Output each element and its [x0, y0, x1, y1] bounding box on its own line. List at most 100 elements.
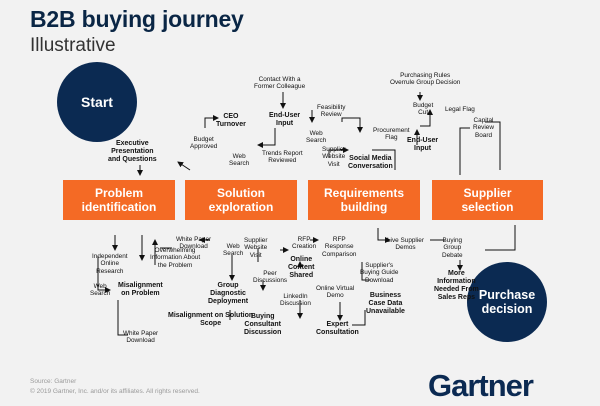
label-line: Research — [96, 267, 124, 275]
copyright-note: © 2019 Gartner, Inc. and/or its affiliat… — [30, 388, 200, 395]
label-line: Unavailable — [366, 308, 405, 315]
label-line: Information About — [150, 254, 201, 262]
label-line: Information — [437, 278, 476, 285]
label-line: Reviewed — [268, 157, 297, 165]
label-line: Overrule Group Decision — [390, 79, 461, 87]
label-line: Input — [414, 145, 432, 152]
label-line: Search — [90, 290, 111, 298]
label-line: LinkedIn — [283, 293, 308, 300]
label-line: Procurement — [373, 127, 410, 134]
label-line: Business — [369, 292, 402, 299]
label-line: Search — [229, 160, 250, 168]
label-line: Presentation — [111, 148, 154, 155]
label-line: on Problem — [121, 290, 160, 297]
stage-line2: selection — [461, 200, 514, 214]
label-line: Search — [223, 250, 244, 258]
page-subtitle: Illustrative — [30, 35, 116, 56]
label-line: Website — [322, 153, 346, 161]
label-line: the Problem — [157, 261, 193, 269]
label-line: Web — [93, 283, 107, 290]
label-line: Peer — [263, 270, 277, 277]
stage-line1: Solution — [217, 186, 265, 200]
label-line: Budget — [193, 136, 214, 143]
stage-line1: Problem — [94, 186, 143, 200]
label-line: Group — [217, 282, 239, 289]
stage-line1: Requirements — [323, 186, 405, 200]
label-line: Shared — [289, 272, 314, 279]
end-line2: decision — [481, 302, 533, 316]
label-line: Visit — [327, 160, 340, 168]
label-line: Buying Guide — [360, 269, 399, 277]
label-line: Case Data — [368, 300, 403, 307]
label-line: Contact With a — [258, 76, 301, 83]
label-line: Demos — [395, 244, 416, 252]
label-line: Discussion — [280, 300, 311, 308]
label-line: Online Virtual — [316, 285, 355, 292]
label-line: Budget — [413, 102, 434, 109]
label-line: Response — [324, 243, 354, 251]
label-line: Diagnostic — [210, 290, 246, 297]
legal-flag-label: Legal Flag — [445, 106, 475, 113]
label-line: Buying — [250, 313, 275, 320]
label-line: Review — [320, 111, 342, 119]
label-line: Board — [474, 131, 493, 139]
label-line: Live Supplier — [387, 237, 424, 244]
label-line: Group — [443, 244, 462, 252]
label-line: Expert — [326, 321, 349, 328]
label-line: RFP — [297, 236, 311, 243]
label-line: End-User — [407, 137, 439, 144]
label-line: Capital — [473, 117, 494, 124]
label-line: Download — [364, 276, 394, 284]
start-circle: Start — [57, 62, 137, 142]
label-line: Overwhelming — [154, 247, 196, 254]
label-line: End-User — [269, 112, 301, 119]
label-line: Needed From — [434, 286, 479, 293]
label-line: Download — [126, 337, 155, 345]
label-line: White Paper — [123, 330, 159, 337]
page-title: B2B buying journey — [30, 6, 244, 32]
label-line: Misalignment — [118, 282, 163, 289]
label-line: Turnover — [216, 121, 246, 128]
label-line: Consultation — [316, 329, 359, 336]
label-line: CEO — [223, 113, 239, 120]
label-line: Flag — [385, 134, 398, 142]
label-line: Buying — [442, 237, 463, 244]
label-line: Supplier's — [365, 262, 394, 269]
label-line: More — [448, 270, 465, 277]
label-line: Purchasing Rules — [400, 72, 451, 79]
label-line: Demo — [326, 292, 344, 300]
label-line: Independent — [92, 253, 128, 260]
label-line: Executive — [115, 140, 149, 147]
label-line: Comparison — [322, 250, 357, 258]
